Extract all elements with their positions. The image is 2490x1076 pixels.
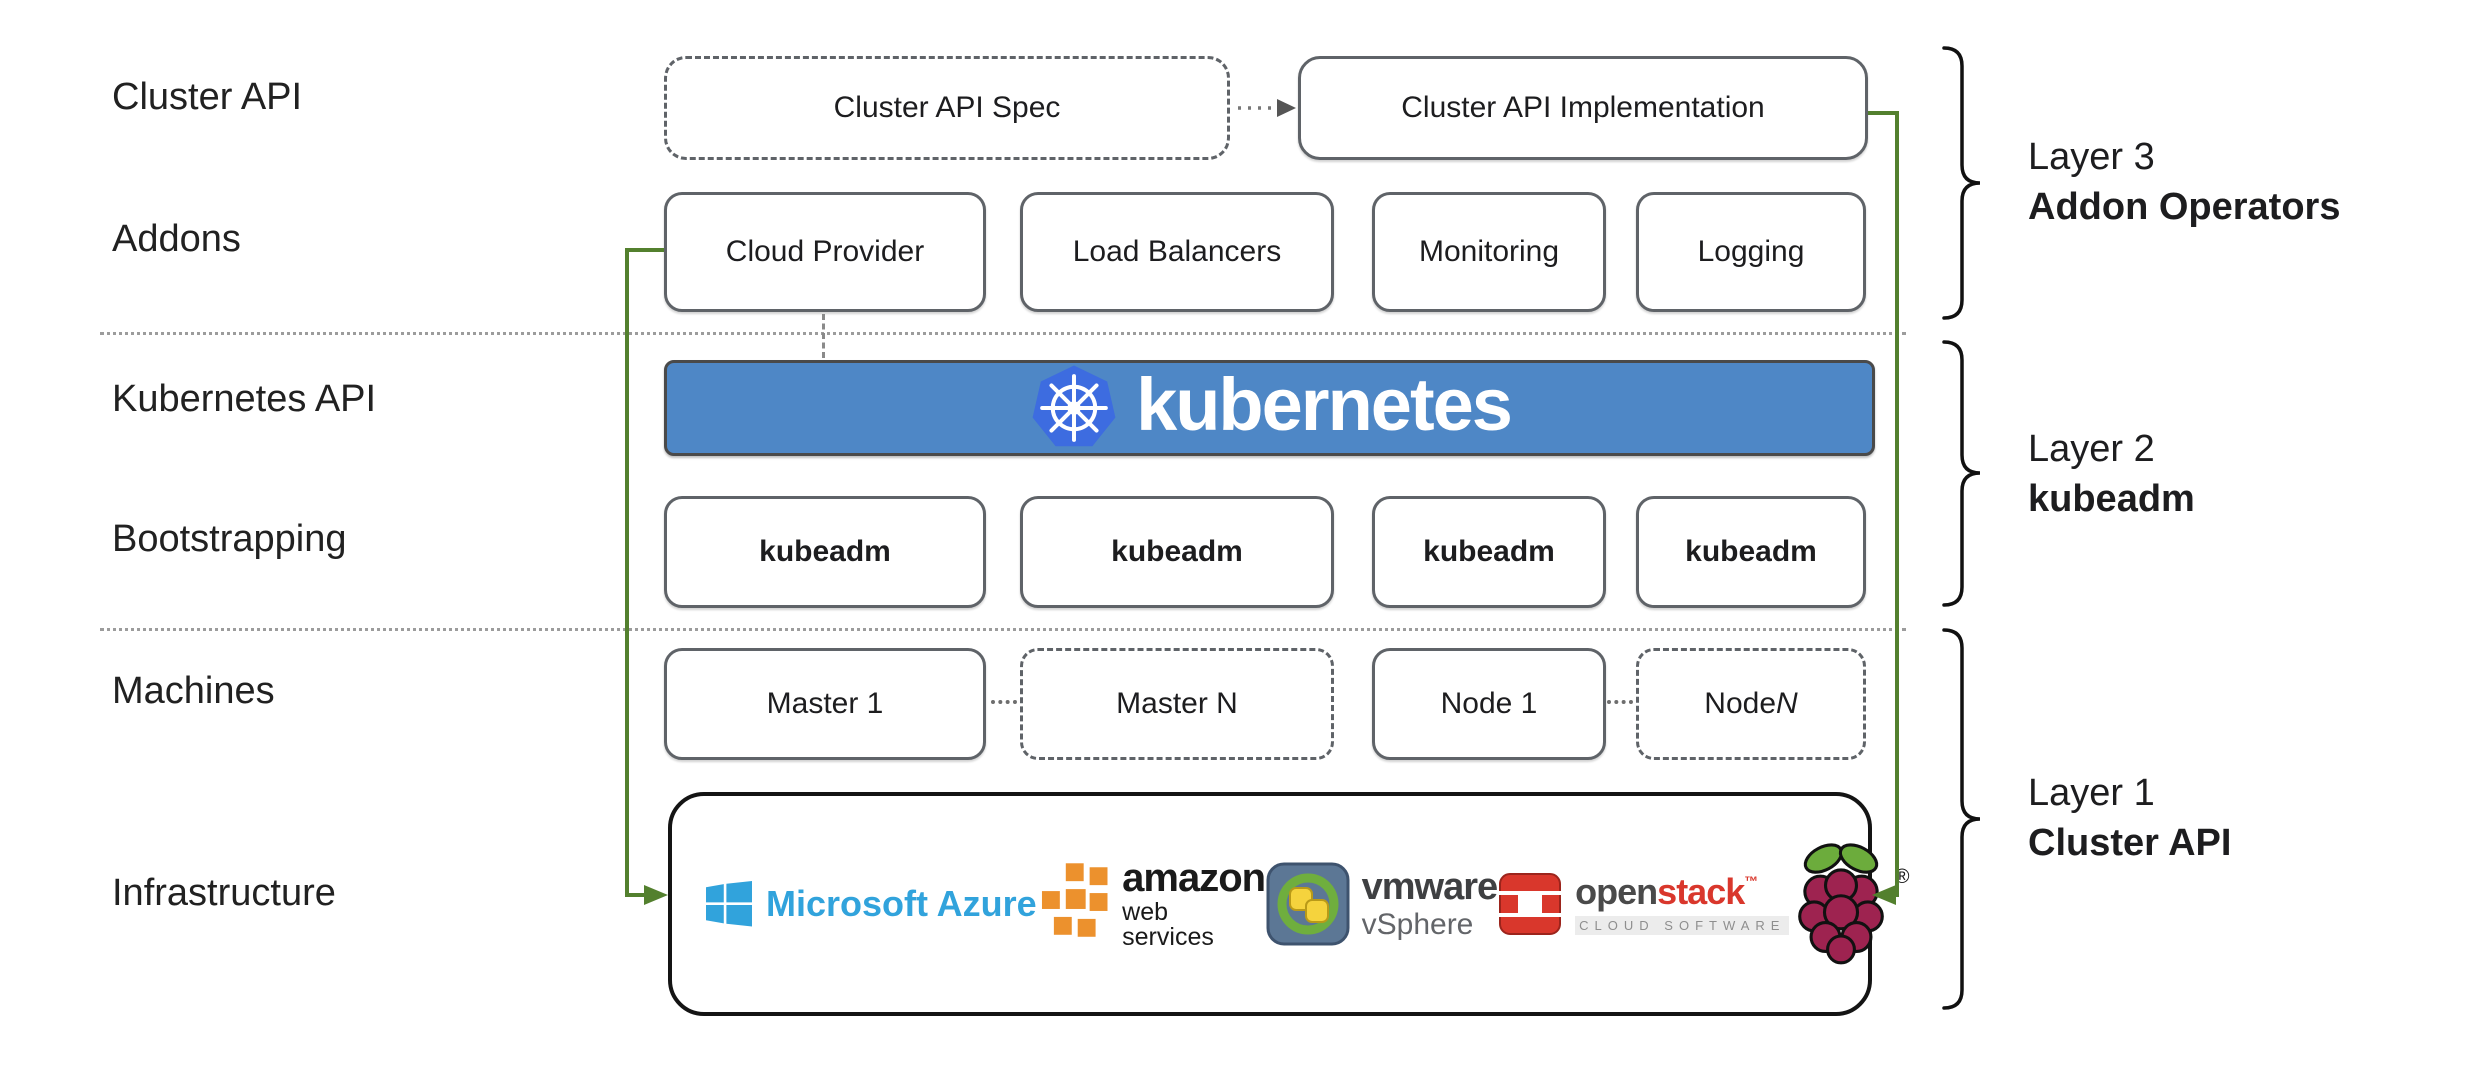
layer-1-label: Layer 1 Cluster API: [2028, 768, 2231, 868]
azure-logo: Microsoft Azure: [706, 881, 1037, 927]
vsphere-label: vSphere: [1361, 908, 1474, 941]
openstack-logo: openstack™ CLOUD SOFTWARE: [1497, 870, 1790, 937]
kubernetes-api-bar: kubernetes: [664, 360, 1875, 456]
layer-title: Layer 2: [2028, 428, 2155, 470]
openstack-cloud-software-label: CLOUD SOFTWARE: [1575, 915, 1790, 935]
layer-3-label: Layer 3 Addon Operators: [2028, 132, 2340, 232]
kubeadm-box-3: kubeadm: [1372, 496, 1606, 608]
row-label-infrastructure: Infrastructure: [112, 872, 336, 914]
layer-subtitle: Cluster API: [2028, 822, 2232, 865]
kubeadm-box-2: kubeadm: [1020, 496, 1334, 608]
kubernetes-logo-icon: [1032, 365, 1116, 447]
machine-label: Node 1: [1440, 687, 1538, 720]
infrastructure-box: Microsoft Azure amazon web services: [668, 792, 1909, 1016]
openstack-open-text: open: [1575, 870, 1658, 912]
aws-web-services-label: web services: [1122, 898, 1214, 951]
node-dotted-connector: [1607, 700, 1633, 704]
addon-box-logging: Logging: [1636, 192, 1866, 312]
machine-label: Master 1: [766, 687, 884, 720]
section-divider-top: [100, 332, 1906, 335]
row-label-machines: Machines: [112, 670, 275, 712]
raspberry-pi-logo: ®: [1789, 840, 1909, 968]
cluster-api-implementation-box: Cluster API Implementation: [1298, 56, 1868, 160]
row-label-addons: Addons: [112, 218, 241, 260]
kubeadm-box-4: kubeadm: [1636, 496, 1866, 608]
section-divider-bottom: [100, 628, 1906, 631]
kubeadm-box-1: kubeadm: [664, 496, 986, 608]
machine-label: Master N: [1116, 687, 1238, 720]
machine-box-master-1: Master 1: [664, 648, 986, 760]
spec-to-impl-arrowhead: [1277, 99, 1296, 117]
addon-box-monitoring: Monitoring: [1372, 192, 1606, 312]
aws-logo: amazon web services: [1037, 858, 1266, 950]
layer-subtitle: Addon Operators: [2028, 186, 2341, 229]
cluster-api-spec-box: Cluster API Spec: [664, 56, 1230, 160]
row-label-bootstrapping: Bootstrapping: [112, 518, 347, 560]
machine-label-italic: N: [1776, 687, 1798, 720]
master-dotted-connector: [991, 700, 1017, 704]
layer-2-label: Layer 2 kubeadm: [2028, 424, 2195, 524]
machine-box-node-1: Node 1: [1372, 648, 1606, 760]
layer-braces: [1942, 46, 1981, 1010]
addon-box-cloud-provider: Cloud Provider: [664, 192, 986, 312]
addon-box-load-balancers: Load Balancers: [1020, 192, 1334, 312]
cloud-provider-kubernetes-dashed-connector: [822, 314, 825, 358]
openstack-tm: ™: [1744, 872, 1758, 889]
machine-box-node-n: Node N: [1636, 648, 1866, 760]
amazon-wordmark: amazon: [1122, 856, 1266, 900]
openstack-stack-text: stack: [1657, 870, 1745, 912]
row-label-kubernetes-api: Kubernetes API: [112, 378, 377, 420]
machine-label: Node: [1704, 687, 1777, 720]
registered-mark: ®: [1894, 866, 1910, 888]
kubernetes-wordmark: kubernetes: [1136, 363, 1513, 446]
microsoft-window-icon: [706, 881, 752, 927]
vsphere-icon: [1266, 862, 1350, 946]
aws-cubes-icon: [1039, 861, 1110, 939]
vmware-logo: vmware vSphere: [1266, 862, 1498, 946]
layer-subtitle: kubeadm: [2028, 478, 2195, 521]
layer-title: Layer 1: [2028, 772, 2155, 814]
machine-box-master-n: Master N: [1020, 648, 1334, 760]
openstack-icon: [1497, 873, 1564, 935]
azure-wordmark: Microsoft Azure: [766, 883, 1037, 924]
row-label-cluster-api: Cluster API: [112, 76, 303, 118]
vmware-wordmark: vmware: [1361, 866, 1499, 908]
layer-title: Layer 3: [2028, 136, 2155, 178]
raspberry-pi-icon: [1798, 843, 1885, 965]
